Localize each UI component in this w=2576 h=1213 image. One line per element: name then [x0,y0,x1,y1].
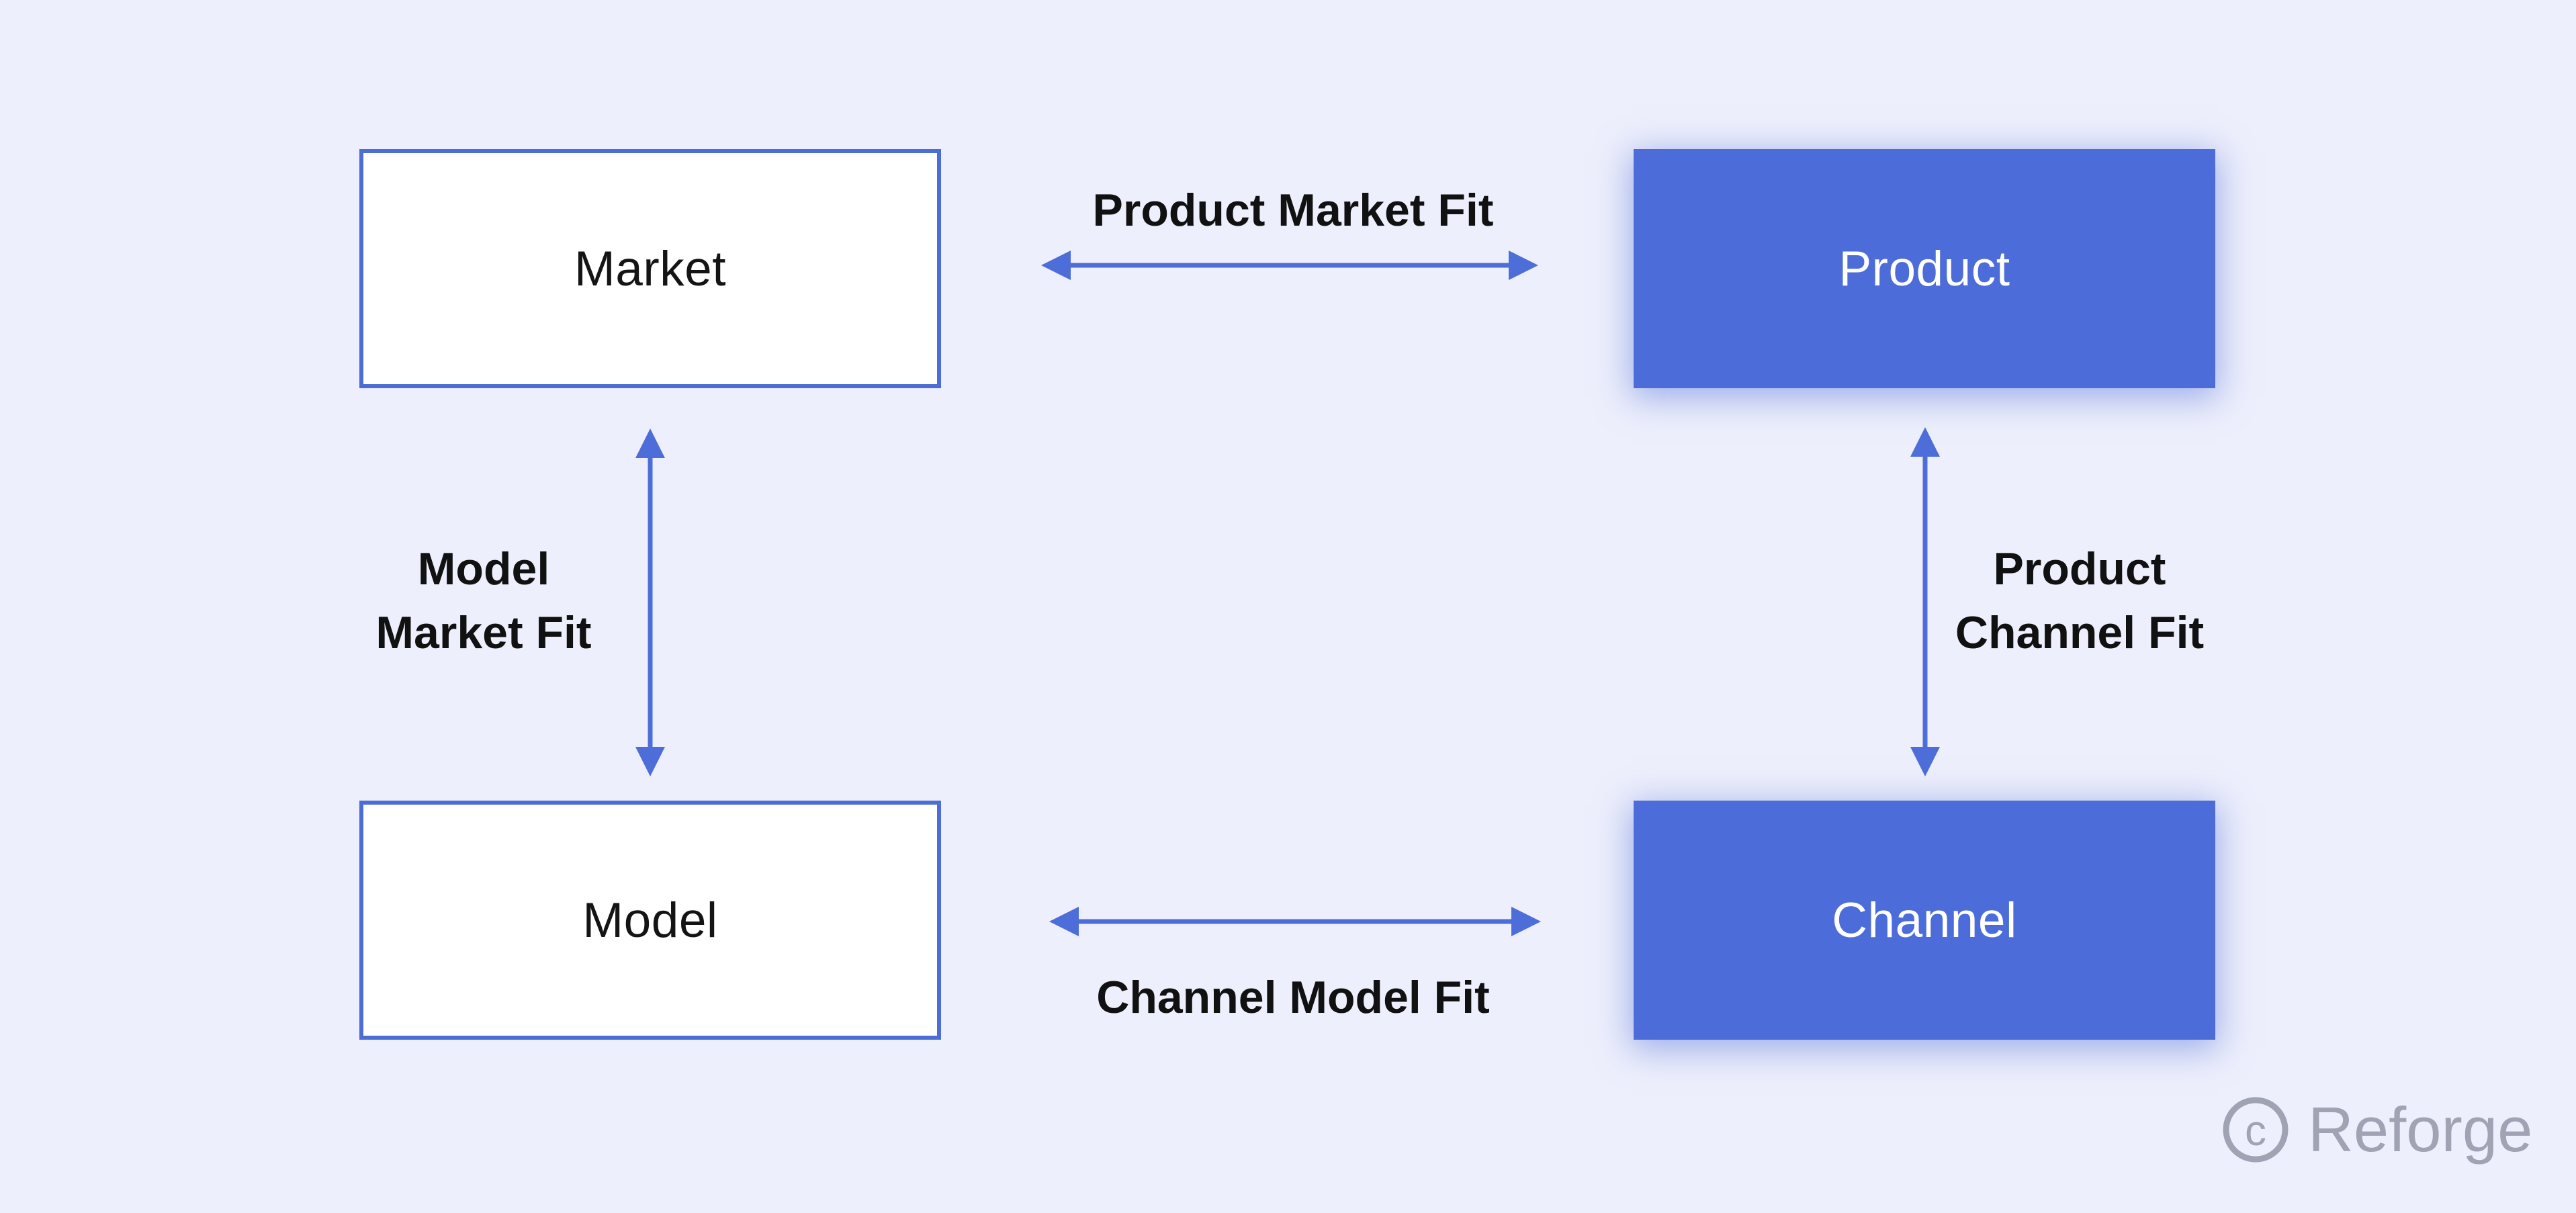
copyright-icon: c [2223,1097,2289,1163]
node-product: Product [1634,149,2215,388]
node-market: Market [359,149,941,388]
node-market-label: Market [574,241,727,296]
channel-model-fit-label: Channel Model Fit [1096,972,1490,1023]
node-model: Model [359,801,941,1040]
product-channel-fit-label: Product Channel Fit [1955,543,2205,659]
model-market-fit-label: Model Market Fit [375,543,592,659]
reforge-watermark: c Reforge [2221,1093,2532,1166]
node-channel: Channel [1634,801,2215,1040]
watermark-text: Reforge [2308,1094,2533,1165]
product-market-fit-arrow [1041,251,1538,280]
model-market-fit-arrow [635,429,665,776]
product-market-fit-label: Product Market Fit [1092,185,1494,236]
node-model-label: Model [582,893,718,948]
node-channel-label: Channel [1832,893,2017,948]
channel-model-fit-arrow [1049,907,1541,936]
product-channel-fit-arrow [1910,427,1940,776]
node-product-label: Product [1838,241,2010,296]
svg-text:c: c [2245,1106,2266,1155]
